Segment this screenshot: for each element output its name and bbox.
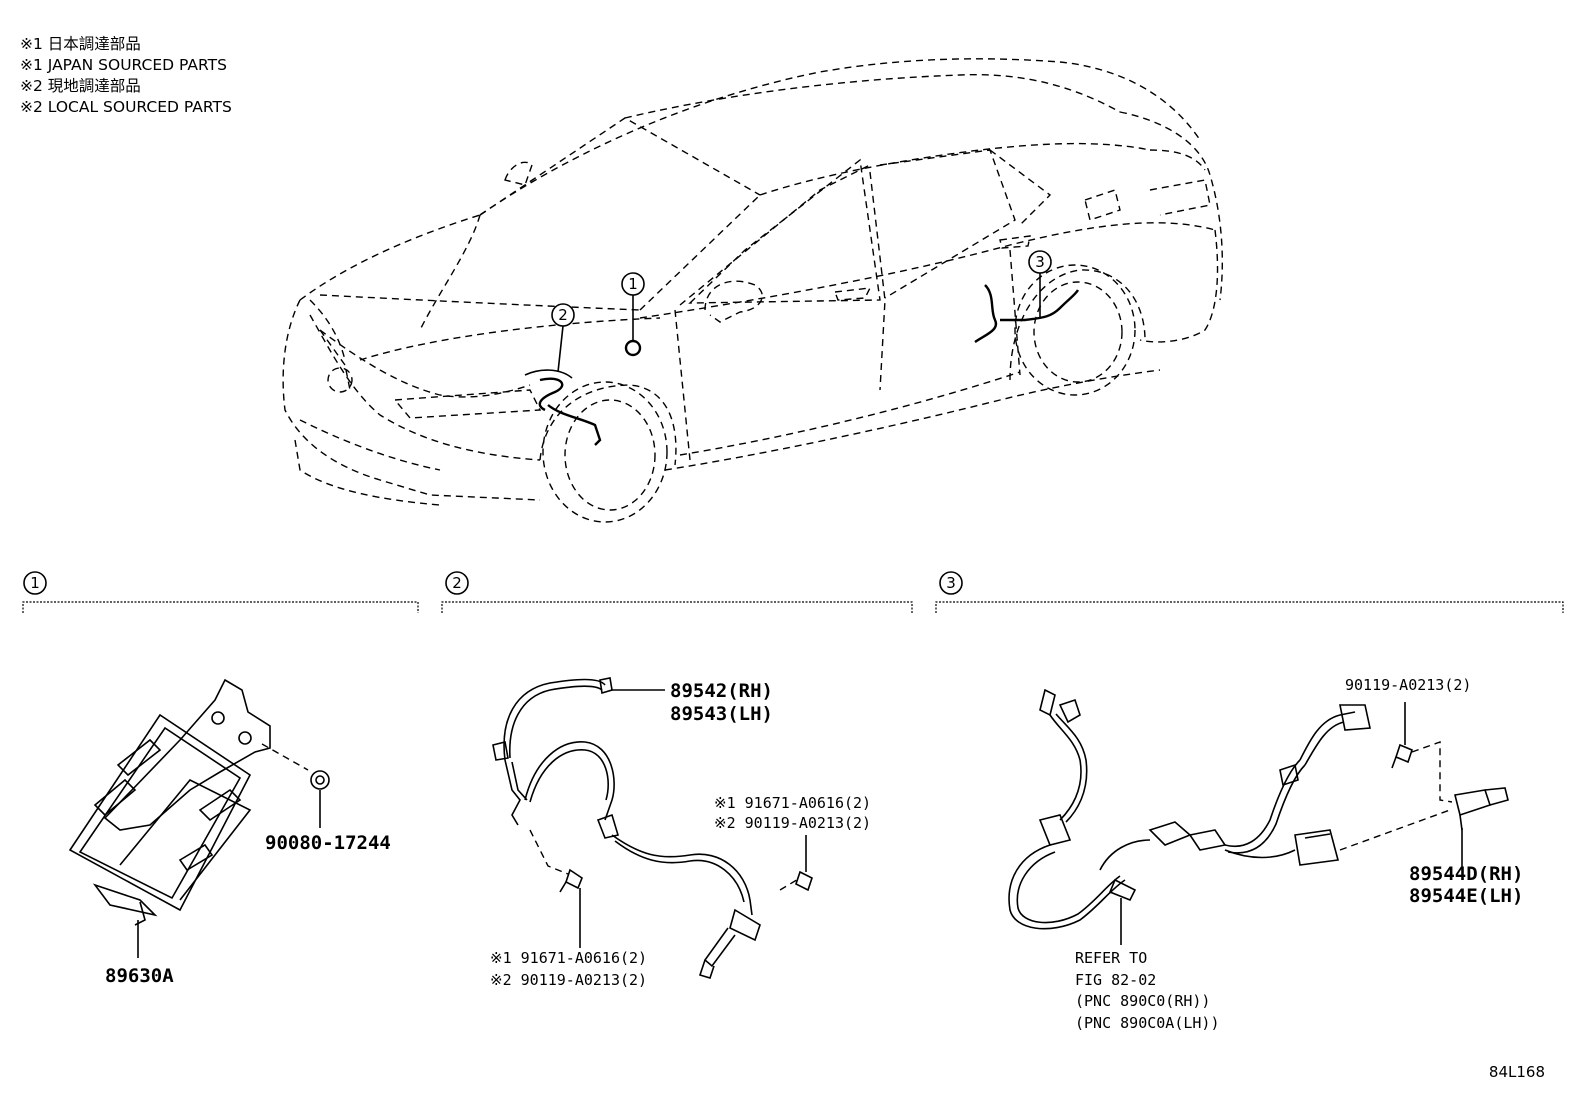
refer-pnc-lh: (PNC 890C0A(LH)) [1075, 1014, 1220, 1032]
callout-3-label: 3 [1035, 253, 1045, 271]
legend: ※1 日本調達部品 ※1 JAPAN SOURCED PARTS ※2 現地調達… [20, 34, 232, 118]
car-illustration [282, 58, 1223, 523]
part-90080-17244: 90080-17244 [265, 832, 391, 854]
refer-fig-label: FIG 82-02 [1075, 971, 1156, 989]
part-89542-rh: 89542(RH) [670, 680, 773, 702]
rear-speed-sensor-harness-drawing [1008, 688, 1509, 945]
front-speed-sensor-drawing [492, 677, 813, 979]
section-1-label: 1 [30, 574, 40, 592]
legend-line-2: ※1 JAPAN SOURCED PARTS [20, 56, 227, 74]
callout-2-label: 2 [558, 306, 568, 324]
part-bolt-b-local: ※2 90119-A0213(2) [714, 814, 871, 832]
refer-to-label: REFER TO [1075, 949, 1147, 967]
part-89544d-rh: 89544D(RH) [1409, 863, 1523, 885]
part-89630a: 89630A [105, 965, 174, 987]
part-bolt-b-jp: ※1 91671-A0616(2) [714, 794, 871, 812]
figure-id: 84L168 [1489, 1063, 1545, 1081]
part-90119-a0213: 90119-A0213(2) [1345, 676, 1471, 694]
section-1-header: 1 [22, 571, 419, 613]
callout-1: 1 [621, 272, 645, 340]
part-89543-lh: 89543(LH) [670, 703, 773, 725]
part-bolt-a-local: ※2 90119-A0213(2) [490, 971, 647, 989]
callout-2: 2 [551, 303, 575, 373]
legend-line-1: ※1 日本調達部品 [20, 35, 141, 53]
module-89630a-drawing [68, 678, 271, 958]
clip-90080-17244-drawing [310, 770, 330, 828]
legend-line-4: ※2 LOCAL SOURCED PARTS [20, 98, 232, 116]
section-3-label: 3 [946, 574, 956, 592]
legend-line-3: ※2 現地調達部品 [20, 77, 141, 95]
part-89544e-lh: 89544E(LH) [1409, 885, 1523, 907]
callout-3: 3 [1028, 250, 1052, 318]
section-3-header: 3 [935, 571, 1564, 613]
section-2-label: 2 [452, 574, 462, 592]
section-2-header: 2 [441, 571, 913, 613]
callout-1-label: 1 [628, 275, 638, 293]
refer-pnc-rh: (PNC 890C0(RH)) [1075, 992, 1210, 1010]
part-bolt-a-jp: ※1 91671-A0616(2) [490, 949, 647, 967]
clip-dashed-leader [261, 743, 309, 771]
